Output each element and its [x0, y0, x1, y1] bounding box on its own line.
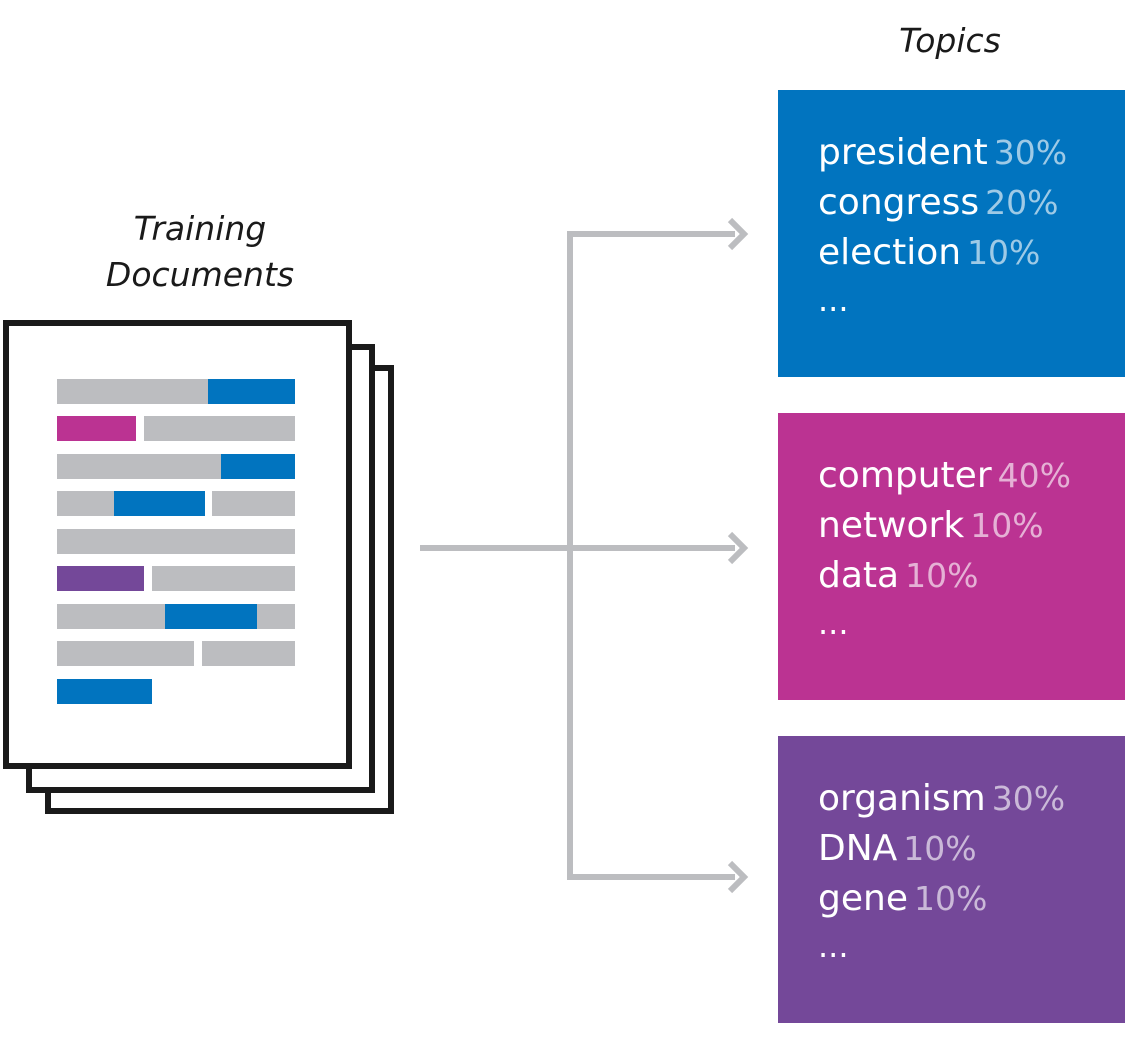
topic-word: gene	[818, 878, 908, 919]
topic-word-percent: 10%	[903, 829, 977, 868]
text-bar	[144, 416, 295, 441]
text-bar	[57, 491, 114, 516]
document-stack-icon	[3, 320, 394, 814]
topic-word: computer	[818, 455, 992, 496]
topic-more-ellipsis: ...	[818, 927, 849, 965]
topic-word-percent: 30%	[993, 133, 1068, 172]
training-documents-title: Training Documents	[50, 206, 350, 298]
arrowhead-middle	[727, 531, 749, 565]
text-bar	[57, 529, 295, 554]
text-bar-topic-blue	[57, 679, 152, 704]
topic-word: president	[818, 132, 988, 173]
topic-word: data	[818, 555, 900, 596]
text-bar-topic-blue	[208, 379, 295, 404]
documents-title-line: Documents	[105, 255, 295, 294]
document-text-bars	[57, 379, 295, 704]
arrowhead-top	[727, 217, 749, 251]
topic-word-percent: 10%	[913, 879, 988, 918]
topic-word: organism	[818, 778, 986, 819]
topic-word-percent: 10%	[905, 556, 979, 595]
topic-more-ellipsis: ...	[818, 604, 849, 642]
text-bar	[57, 379, 208, 404]
text-bar	[57, 641, 194, 666]
topic-word: DNA	[818, 828, 898, 869]
topic-word-percent: 20%	[985, 183, 1059, 222]
text-bar-topic-blue	[165, 604, 257, 629]
topic-word-percent: 40%	[997, 456, 1071, 495]
text-bar	[212, 491, 295, 516]
connector-arrows	[420, 217, 749, 894]
topic-word-percent: 10%	[970, 506, 1044, 545]
text-bar-topic-blue	[221, 454, 295, 479]
topic-more-ellipsis: ...	[818, 281, 849, 319]
topics-title: Topics	[899, 21, 1001, 60]
topic-word: congress	[818, 182, 980, 223]
topic-word: network	[818, 505, 965, 546]
text-bar	[257, 604, 295, 629]
topic-word-percent: 30%	[991, 779, 1066, 818]
topic-word: election	[818, 232, 962, 273]
text-bar	[152, 566, 295, 591]
topic-word-percent: 10%	[967, 233, 1041, 272]
arrowhead-bottom	[727, 860, 749, 894]
text-bar-topic-magenta	[57, 416, 136, 441]
text-bar	[57, 604, 165, 629]
text-bar	[202, 641, 295, 666]
text-bar	[57, 454, 221, 479]
training-title-line: Training	[133, 209, 267, 248]
text-bar-topic-purple	[57, 566, 144, 591]
text-bar-topic-blue	[114, 491, 205, 516]
